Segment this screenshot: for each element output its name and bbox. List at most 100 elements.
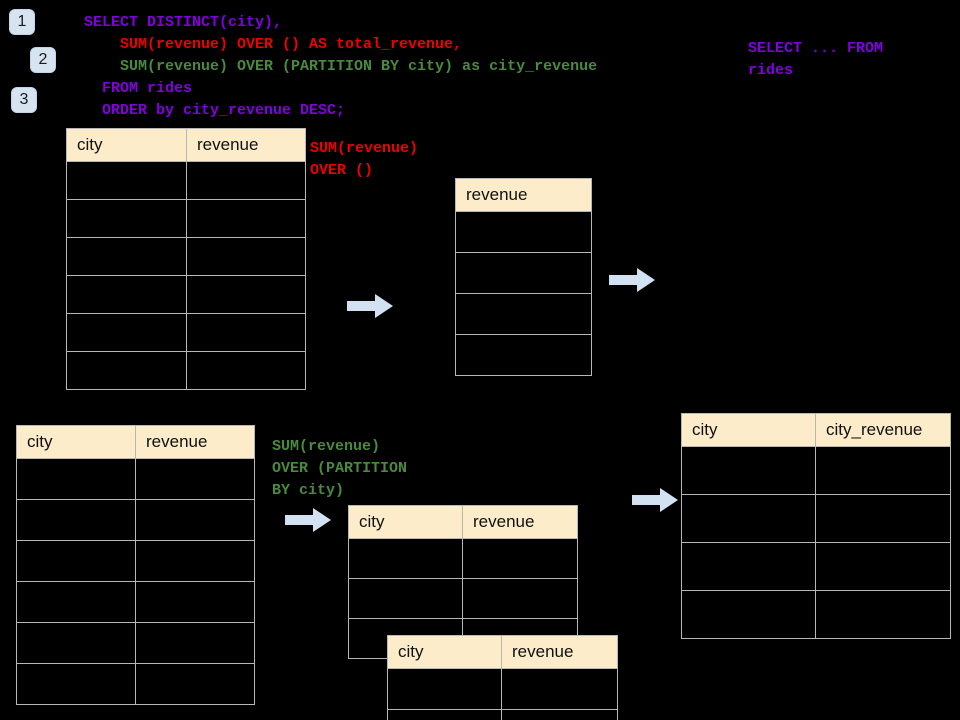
table-cell-city <box>66 237 187 276</box>
table-cell-city <box>66 313 187 352</box>
table-row <box>16 499 255 541</box>
sum-over-empty-annotation-line-2: OVER () <box>310 162 374 179</box>
arrow-rides-to-partition <box>285 508 331 532</box>
table-cell-revenue <box>186 161 306 200</box>
table-row <box>16 622 255 664</box>
table-cell-revenue <box>135 458 255 500</box>
table-header-row: revenue <box>455 178 592 212</box>
table-cell-revenue <box>186 199 306 238</box>
table-cell-city <box>681 446 816 495</box>
table-cell-city_revenue <box>815 542 951 591</box>
table-cell-revenue <box>135 581 255 623</box>
table-cell-revenue <box>462 578 578 619</box>
table-row <box>681 590 951 639</box>
column-header-city: city <box>16 425 136 459</box>
step-badge-3: 3 <box>12 88 36 112</box>
sum-over-partition-annotation-line-1: SUM(revenue) <box>272 438 381 455</box>
table-row <box>66 161 306 200</box>
side-note-line-2: rides <box>748 62 794 79</box>
table-cell-city <box>16 663 136 705</box>
column-header-city: city <box>387 635 502 669</box>
arrow-total-to-result <box>609 268 655 292</box>
side-note-line-1: SELECT ... FROM <box>748 40 884 57</box>
table-cell-city <box>348 578 463 619</box>
table-row <box>16 581 255 623</box>
table-cell-revenue <box>135 499 255 541</box>
sum-over-partition-annotation-line-2: OVER (PARTITION <box>272 460 408 477</box>
table-cell-revenue <box>455 252 592 294</box>
table-cell-revenue <box>501 668 618 710</box>
table-row <box>348 578 578 619</box>
sql-line-4: FROM rides <box>84 80 193 97</box>
table-row <box>66 199 306 238</box>
table-cell-city <box>681 590 816 639</box>
table-row <box>455 211 592 253</box>
sql-line-5: ORDER by city_revenue DESC; <box>84 102 346 119</box>
table-row <box>348 538 578 579</box>
sum-over-empty-annotation: SUM(revenue)OVER () <box>310 138 418 182</box>
table-cell-revenue <box>455 293 592 335</box>
column-header-revenue: revenue <box>135 425 255 459</box>
table-cell-revenue <box>186 351 306 390</box>
table-cell-city <box>16 622 136 664</box>
table-cell-city <box>16 499 136 541</box>
table-cell-revenue <box>455 211 592 253</box>
table-cell-city <box>681 494 816 543</box>
table-row <box>16 663 255 705</box>
table-cell-revenue <box>501 709 618 720</box>
table-row <box>455 293 592 335</box>
column-header-revenue: revenue <box>455 178 592 212</box>
table-row <box>681 542 951 591</box>
table-row <box>455 334 592 376</box>
sql-line-2: SUM(revenue) OVER () AS total_revenue, <box>84 36 463 53</box>
step-badge-1: 1 <box>10 10 34 34</box>
table-cell-city_revenue <box>815 494 951 543</box>
table-cell-revenue <box>135 663 255 705</box>
table-row <box>455 252 592 294</box>
sql-query-block: SELECT DISTINCT(city), SUM(revenue) OVER… <box>84 12 597 122</box>
table-row <box>16 458 255 500</box>
table-row <box>387 709 618 720</box>
table-row <box>16 540 255 582</box>
table-cell-city <box>16 540 136 582</box>
column-header-revenue: revenue <box>462 505 578 539</box>
table-cell-revenue <box>186 313 306 352</box>
table-row <box>681 446 951 495</box>
column-header-city: city <box>348 505 463 539</box>
table-row <box>681 494 951 543</box>
table-cell-city <box>66 275 187 314</box>
step-badge-2: 2 <box>31 48 55 72</box>
column-header-city_revenue: city_revenue <box>815 413 951 447</box>
column-header-city: city <box>66 128 187 162</box>
table-cell-revenue <box>186 275 306 314</box>
table-total-revenue: revenue <box>455 178 592 376</box>
table-row <box>66 275 306 314</box>
table-cell-city <box>348 538 463 579</box>
table-cell-revenue <box>455 334 592 376</box>
table-cell-revenue <box>135 540 255 582</box>
column-header-revenue: revenue <box>501 635 618 669</box>
table-cell-city <box>66 161 187 200</box>
table-cell-revenue <box>135 622 255 664</box>
table-cell-city <box>16 581 136 623</box>
table-cell-city <box>387 709 502 720</box>
column-header-revenue: revenue <box>186 128 306 162</box>
table-row <box>387 668 618 710</box>
table-cell-city <box>16 458 136 500</box>
table-cell-city <box>387 668 502 710</box>
table-cell-revenue <box>186 237 306 276</box>
column-header-city: city <box>681 413 816 447</box>
table-row <box>66 313 306 352</box>
table-cell-city_revenue <box>815 590 951 639</box>
table-cell-revenue <box>462 538 578 579</box>
table-cell-city <box>681 542 816 591</box>
